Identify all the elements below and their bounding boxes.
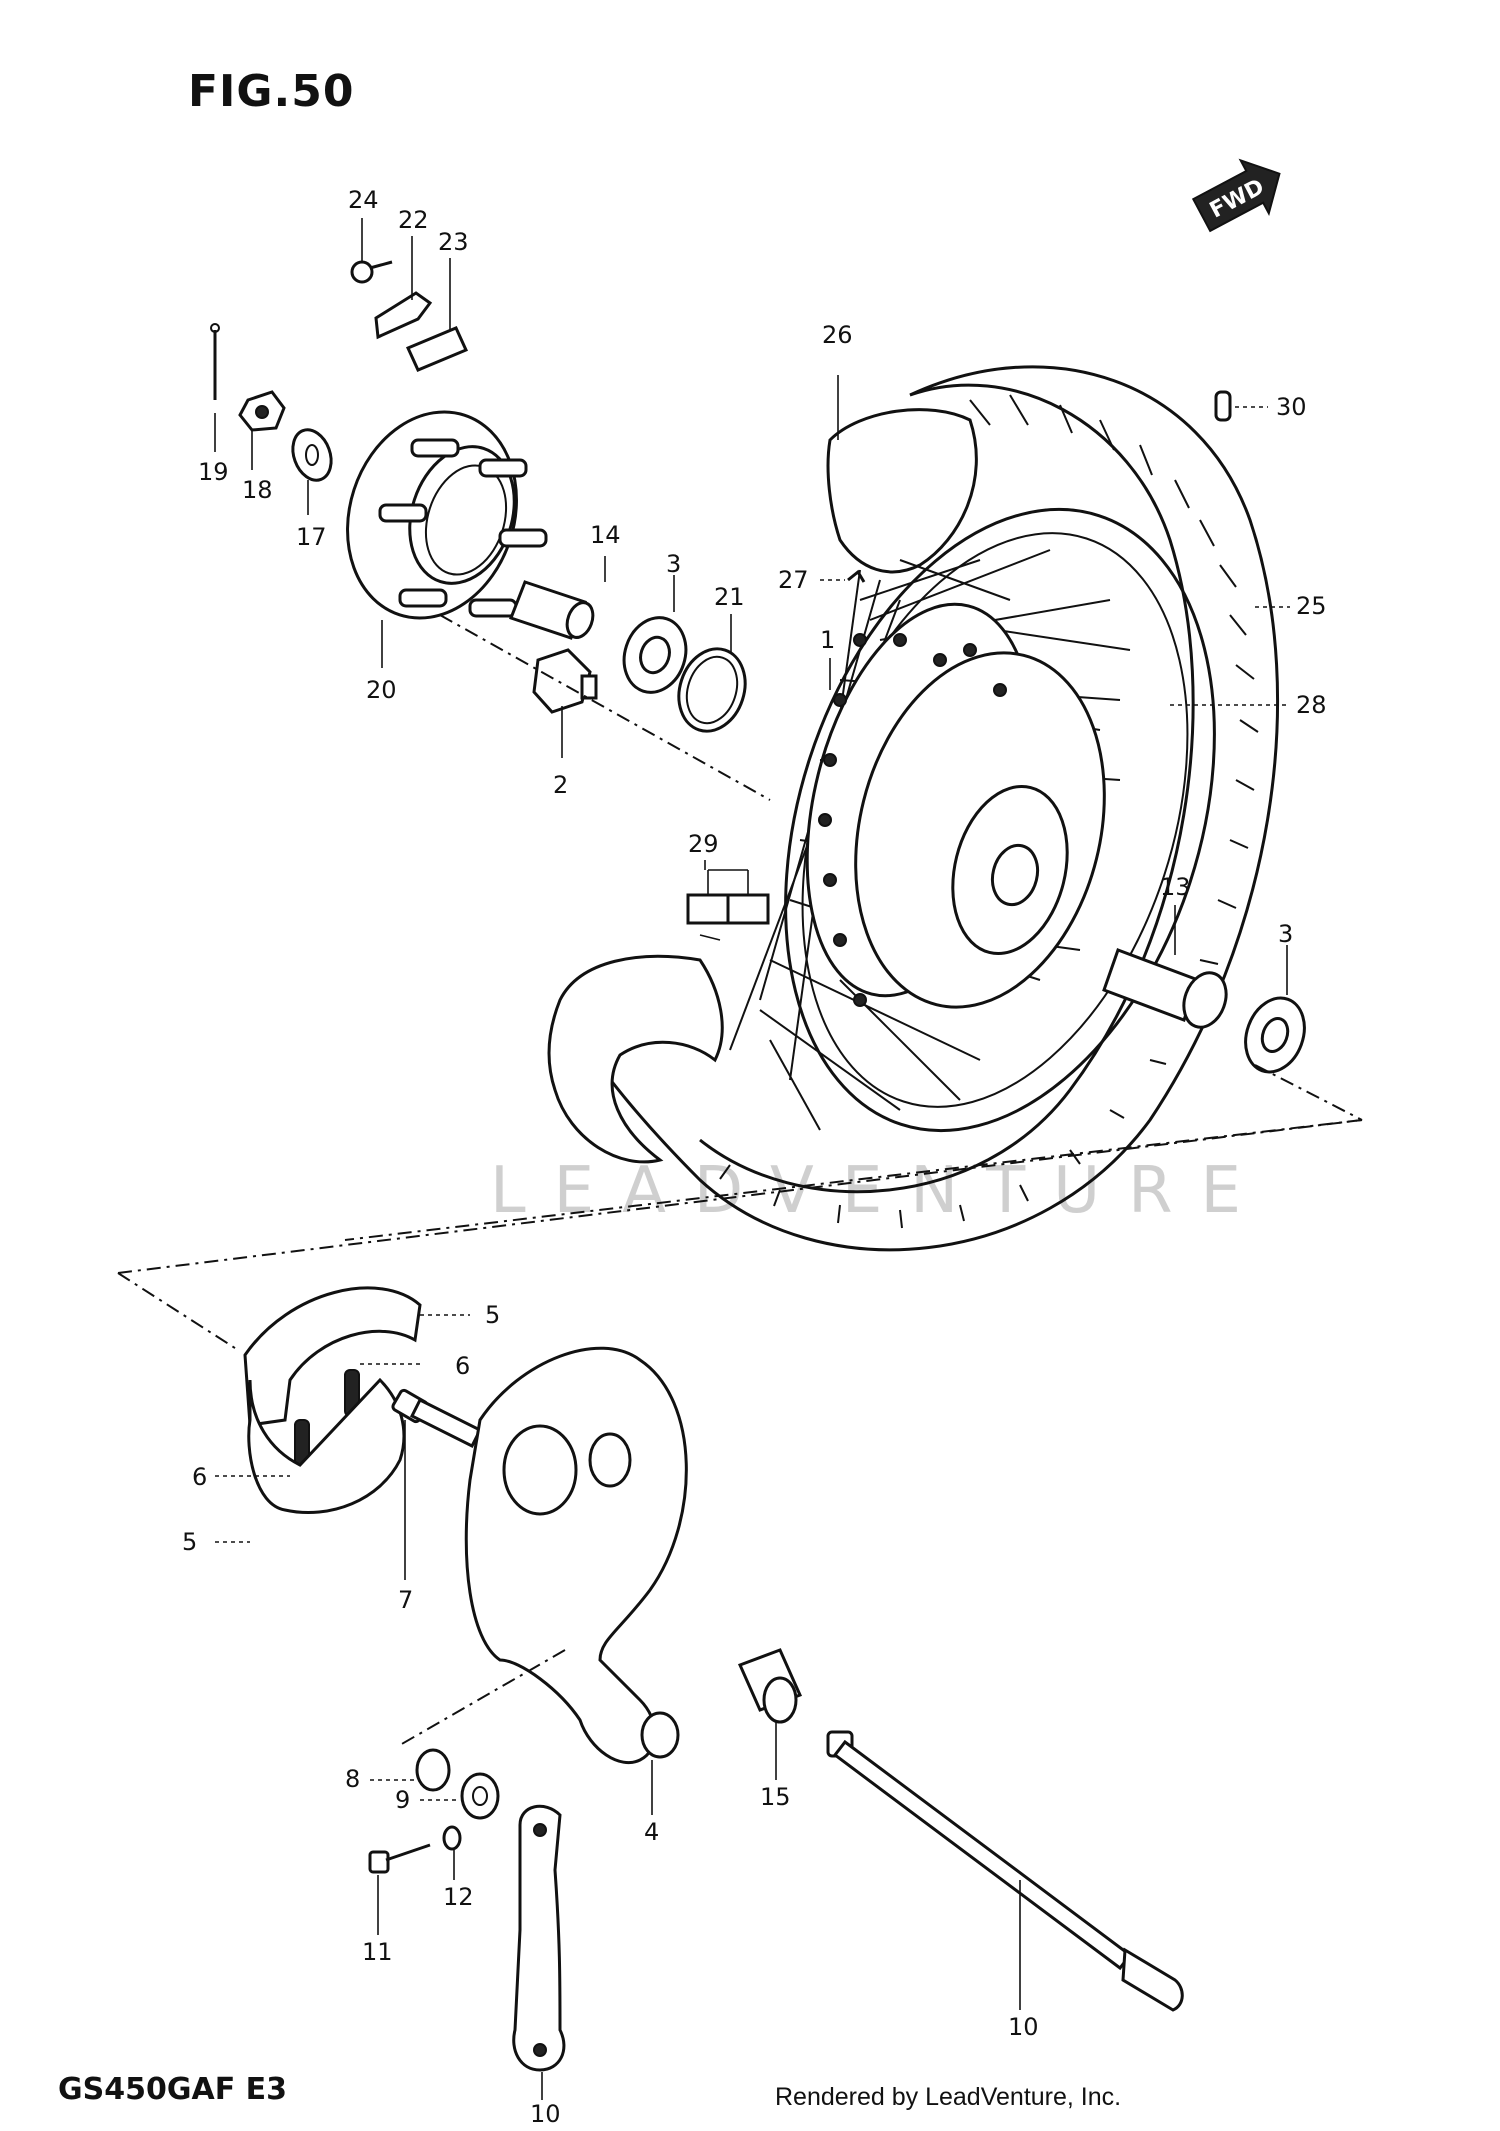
valve-cap [1214, 390, 1268, 422]
bushing-15 [737, 1648, 803, 1724]
callout-28: 28 [1296, 691, 1327, 719]
callout-30: 30 [1276, 393, 1307, 421]
callout-24: 24 [348, 186, 379, 214]
inner-tube [826, 408, 978, 574]
callout-10-arm: 10 [530, 2100, 561, 2128]
bearing-3-top [622, 616, 688, 694]
tire-section [547, 954, 724, 1164]
callout-18: 18 [242, 476, 273, 504]
callout-5-upper: 5 [485, 1301, 500, 1329]
bolt-11 [368, 1843, 431, 1874]
callout-11: 11 [362, 1938, 393, 1966]
hub-drum [854, 651, 1106, 1009]
callout-14: 14 [590, 521, 621, 549]
brake-shoe-upper [243, 1286, 422, 1427]
hub-holes [818, 633, 1007, 1007]
callout-15: 15 [760, 1783, 791, 1811]
callout-9: 9 [395, 1786, 410, 1814]
washer-8 [415, 1748, 451, 1792]
brake-panel [464, 1346, 688, 1765]
callout-19: 19 [198, 458, 229, 486]
callout-6-upper: 6 [455, 1352, 470, 1380]
tire [578, 365, 1280, 1252]
figure-title: FIG.50 [188, 66, 355, 117]
callout-13: 13 [1160, 873, 1191, 901]
callout-3-right: 3 [1278, 920, 1293, 948]
callout-21: 21 [714, 583, 745, 611]
callout-25: 25 [1296, 592, 1327, 620]
callout-26: 26 [822, 321, 853, 349]
axle [826, 1730, 1184, 2012]
callout-17: 17 [296, 523, 327, 551]
plate-23 [405, 326, 469, 372]
callout-22: 22 [398, 206, 429, 234]
callout-12: 12 [443, 1883, 474, 1911]
brake-shoe-lower [247, 1377, 406, 1515]
callout-29: 29 [688, 830, 719, 858]
callout-6-lower: 6 [192, 1463, 207, 1491]
sprocket-carrier [346, 410, 548, 620]
callout-23: 23 [438, 228, 469, 256]
callout-10-axle: 10 [1008, 2013, 1039, 2041]
callout-20: 20 [366, 676, 397, 704]
callout-7: 7 [398, 1586, 413, 1614]
brake-cam [391, 1388, 483, 1449]
collar-2 [532, 648, 598, 714]
callout-3-top: 3 [666, 550, 681, 578]
spacer-13 [1102, 948, 1228, 1029]
callout-1: 1 [820, 626, 835, 654]
bearing-3-right [1244, 996, 1306, 1074]
callout-8: 8 [345, 1765, 360, 1793]
callout-2: 2 [553, 771, 568, 799]
model-code: GS450GAF E3 [58, 2072, 287, 2107]
rim [784, 507, 1216, 1133]
brake-arm [512, 1804, 566, 2072]
callout-4: 4 [644, 1818, 659, 1846]
callout-27: 27 [778, 566, 809, 594]
spoke-nipples [686, 860, 770, 941]
o-ring [677, 647, 747, 733]
clip-12 [442, 1825, 462, 1851]
callout-5-lower: 5 [182, 1528, 197, 1556]
washer [291, 428, 333, 482]
render-credit: Rendered by LeadVenture, Inc. [775, 2083, 1122, 2111]
castle-nut [238, 390, 286, 432]
tire-tread [719, 394, 1259, 1229]
spacer-14 [509, 580, 595, 640]
nut-9 [460, 1772, 500, 1820]
cotter-pin [210, 323, 220, 400]
locking-plate [374, 291, 433, 340]
wheel-assembly [547, 365, 1280, 1252]
